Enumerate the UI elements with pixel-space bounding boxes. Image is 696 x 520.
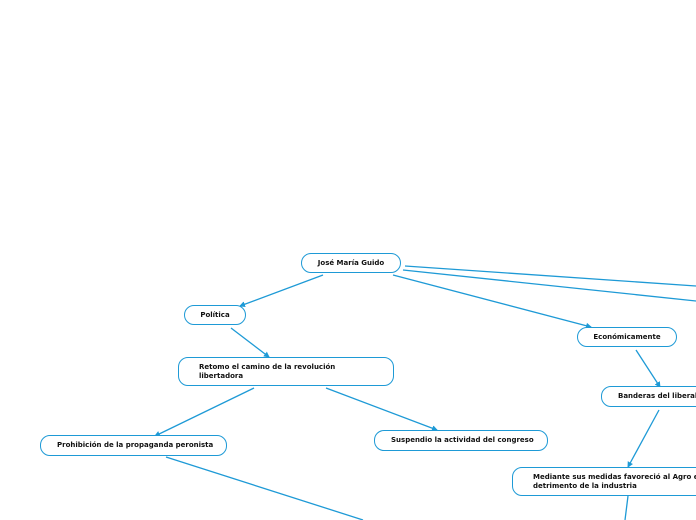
connector-retomo-suspendio <box>325 387 438 432</box>
connector-root-economicamente <box>392 274 592 329</box>
node-suspendio[interactable]: Suspendio la actividad del congreso <box>374 430 548 451</box>
connector-mediante-offscreen <box>624 495 629 520</box>
connector-root-offscreen-1 <box>404 265 696 287</box>
node-retomo-line-1: Retomo el camino de la revolución <box>199 362 336 371</box>
node-politica[interactable]: Política <box>184 305 246 325</box>
node-banderas-label: Banderas del liberal <box>618 392 696 400</box>
node-mediante-line-2: detrimento de la industria <box>533 481 637 490</box>
node-economicamente[interactable]: Económicamente <box>577 327 677 347</box>
connector-economicamente-banderas <box>635 349 661 388</box>
node-politica-label: Política <box>200 310 230 319</box>
node-mediante[interactable]: Mediante sus medidas favoreció al Agro e… <box>512 467 696 496</box>
connector-root-politica <box>239 274 324 308</box>
node-mediante-line-1: Mediante sus medidas favoreció al Agro e <box>533 472 696 481</box>
connector-banderas-mediante <box>627 409 660 468</box>
node-retomo-text: Retomo el camino de la revolución libert… <box>199 363 335 381</box>
node-banderas[interactable]: Banderas del liberal <box>601 386 696 407</box>
node-mediante-text: Mediante sus medidas favoreció al Agro e… <box>533 473 696 491</box>
node-economicamente-label: Económicamente <box>593 332 661 341</box>
connector-prohibicion-offscreen <box>165 456 364 520</box>
node-suspendio-label: Suspendio la actividad del congreso <box>391 436 534 444</box>
node-prohibicion-label: Prohibición de la propaganda peronista <box>57 441 214 449</box>
connector-retomo-prohibicion <box>154 387 255 437</box>
connector-politica-retomo <box>230 327 270 358</box>
node-retomo[interactable]: Retomo el camino de la revolución libert… <box>178 357 394 386</box>
connector-root-offscreen-2 <box>402 269 696 302</box>
node-root-label: José María Guido <box>317 258 385 267</box>
node-prohibicion[interactable]: Prohibición de la propaganda peronista <box>40 435 227 456</box>
node-root[interactable]: José María Guido <box>301 253 401 273</box>
node-retomo-line-2: libertadora <box>199 371 244 380</box>
